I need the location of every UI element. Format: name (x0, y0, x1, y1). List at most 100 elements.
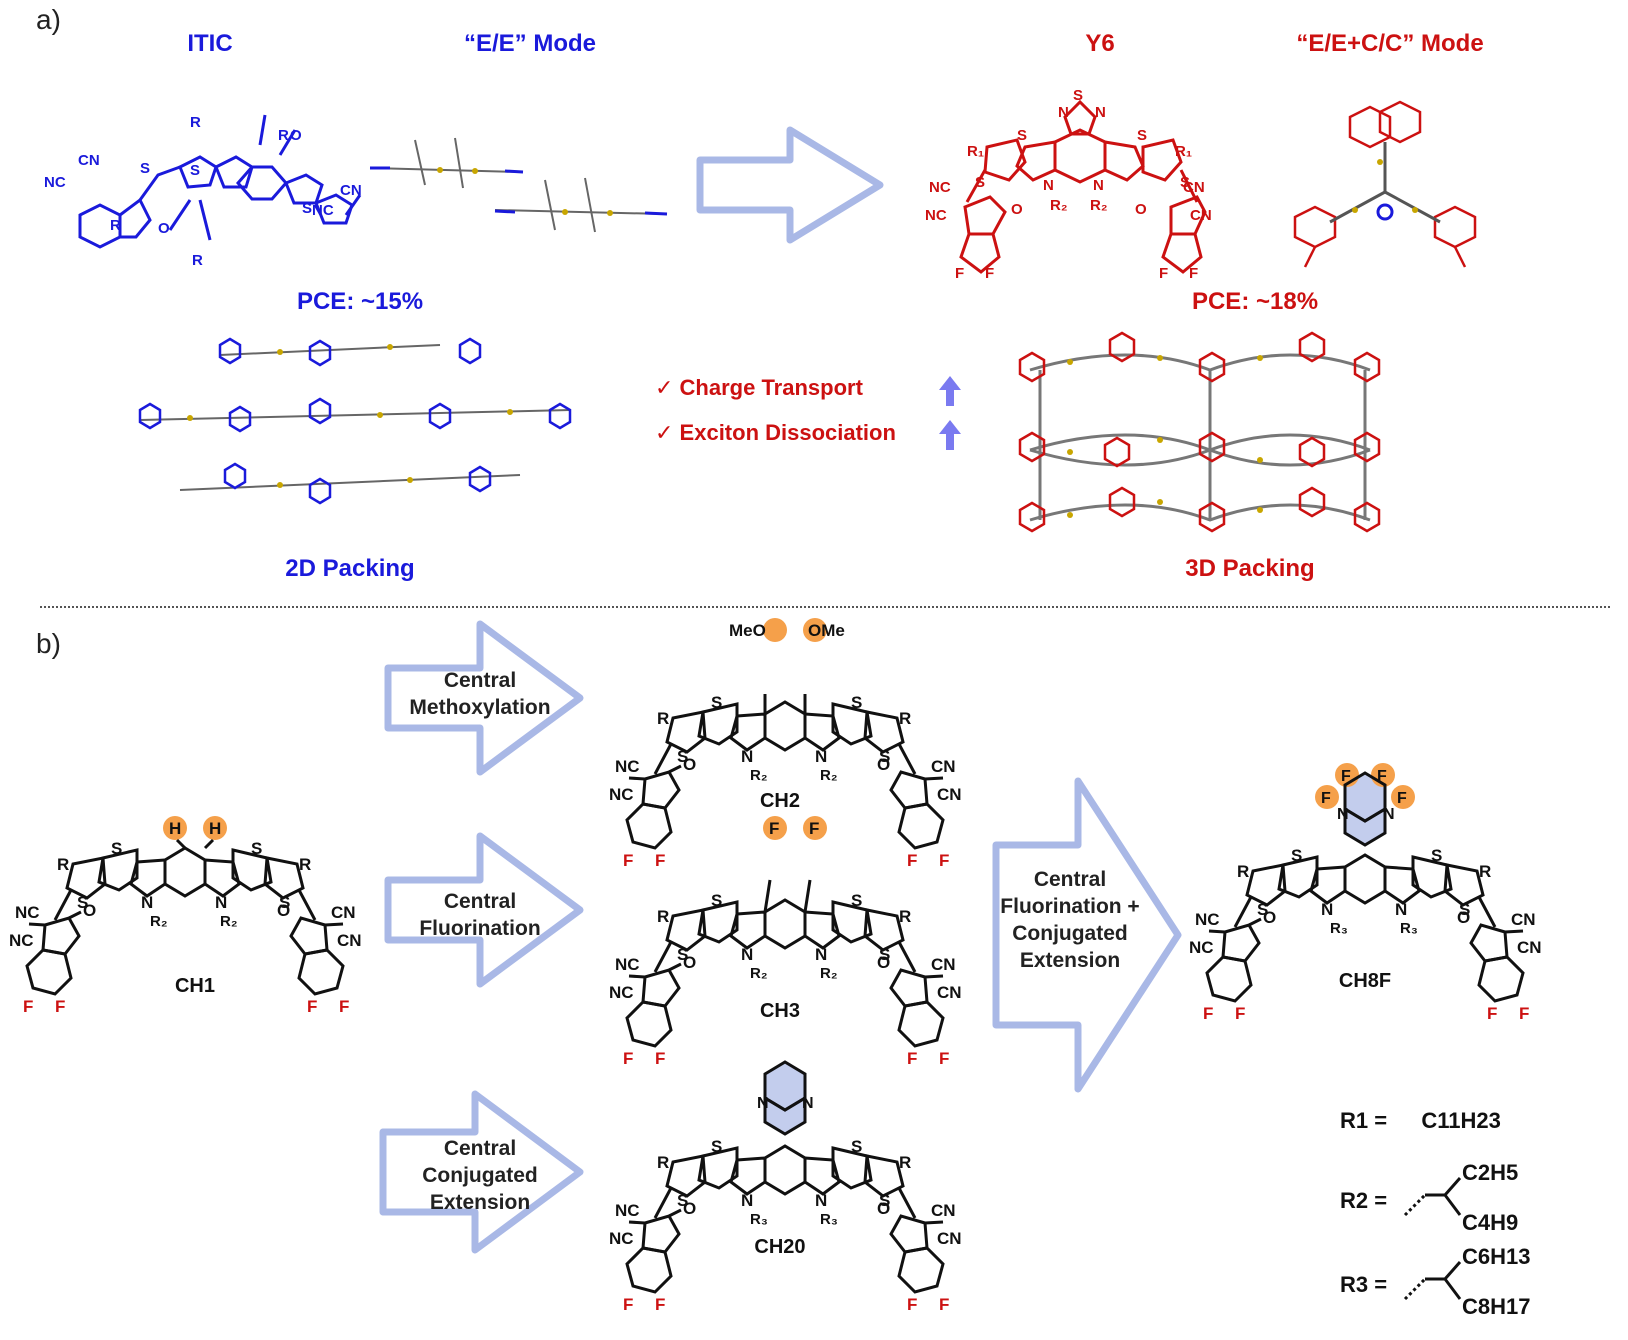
svg-text:O: O (158, 220, 170, 237)
svg-text:F: F (769, 819, 779, 838)
eecc-mode-title: “E/E+C/C” Mode (1296, 30, 1484, 57)
ch8f-label: CH8F (1338, 970, 1392, 992)
r2-lhs: R2 = (1340, 1188, 1388, 1213)
packing-2d-model (138, 337, 572, 505)
svg-text:R₁: R₁ (1175, 143, 1192, 160)
r3-lhs: R3 = (1340, 1272, 1388, 1297)
svg-text:S: S (1017, 127, 1027, 144)
svg-text:H: H (169, 819, 181, 838)
r2-branch (1403, 1177, 1462, 1217)
svg-text:R₂: R₂ (1050, 197, 1068, 214)
ch20-label: CH20 (754, 1236, 806, 1258)
r3-branch (1403, 1261, 1462, 1301)
ee-mode-model (369, 137, 668, 233)
svg-text:N: N (1337, 806, 1349, 823)
svg-text:R₃: R₃ (1330, 920, 1348, 937)
r3-bottom: C8H17 (1462, 1294, 1531, 1319)
panel-a-letter: a) (36, 4, 61, 35)
y6-structure: S N N S S S S N N R₂ R₂ R₁ R₁ NC NC CN C… (925, 87, 1212, 282)
svg-text:S: S (1073, 87, 1083, 104)
svg-text:R₃: R₃ (820, 1211, 838, 1228)
panel-b-letter: b) (36, 628, 61, 659)
arrow-conjugated-extension (379, 1090, 584, 1254)
svg-text:R: R (190, 114, 201, 131)
ch3-structure: F F R₂ R₂ (609, 816, 962, 1068)
r2-top: C2H5 (1462, 1160, 1519, 1185)
ch20-structure: N N R₃ R₃ (609, 1060, 962, 1314)
svg-text:S: S (975, 174, 985, 191)
svg-text:CN: CN (340, 182, 362, 199)
ch3-label: CH3 (759, 1000, 800, 1022)
ee-mode-title: “E/E” Mode (463, 30, 596, 57)
svg-text:S: S (302, 200, 312, 217)
svg-text:N: N (1043, 177, 1054, 194)
benefit-exciton-dissociation: ✓ Exciton Dissociation (655, 420, 896, 445)
svg-text:O: O (1135, 201, 1147, 218)
svg-text:O: O (290, 127, 302, 144)
svg-text:NC: NC (312, 202, 334, 219)
ome-label: OMe (808, 621, 845, 640)
itic-structure: CN NC S S S O O CN NC R R R R (44, 114, 362, 269)
pce-left: PCE: ~15% (296, 288, 424, 315)
svg-text:R₃: R₃ (750, 1211, 768, 1228)
svg-text:N: N (1058, 104, 1069, 121)
svg-text:N: N (1095, 104, 1106, 121)
arrow-methoxylation (384, 620, 584, 776)
svg-text:F: F (1159, 265, 1168, 282)
meo-label: MeO (729, 621, 766, 640)
arrow-fluorination-extension-label: Central Fluorination + Conjugated Extens… (1000, 868, 1140, 972)
svg-text:N: N (802, 1095, 814, 1112)
svg-text:R₂: R₂ (220, 913, 238, 930)
svg-text:NC: NC (44, 174, 66, 191)
svg-text:F: F (1377, 768, 1387, 785)
ch1-label: CH1 (174, 975, 215, 997)
svg-text:N: N (757, 1095, 769, 1112)
r2-bottom: C4H9 (1462, 1210, 1519, 1235)
svg-text:R: R (278, 127, 289, 144)
svg-text:R₂: R₂ (820, 965, 838, 982)
eecc-mode-model (1293, 100, 1477, 268)
up-arrow-icon (939, 420, 961, 450)
arrow-fluorination-label: Central Fluorination (419, 890, 541, 940)
arrow-fluorination (384, 832, 584, 988)
svg-text:O: O (1011, 201, 1023, 218)
svg-text:F: F (809, 819, 819, 838)
svg-text:CN: CN (1190, 207, 1212, 224)
svg-text:S: S (190, 162, 200, 179)
itic-title: ITIC (187, 30, 233, 57)
svg-text:F: F (1189, 265, 1198, 282)
svg-text:R₂: R₂ (150, 913, 168, 930)
svg-text:CN: CN (1183, 179, 1205, 196)
svg-text:F: F (1321, 790, 1331, 807)
r1-definition: R1 = C11H23 (1340, 1108, 1501, 1134)
r3-top: C6H13 (1462, 1244, 1531, 1269)
pce-right: PCE: ~18% (1191, 288, 1319, 315)
packing-3d-model (1018, 331, 1381, 533)
svg-text:N: N (1383, 806, 1395, 823)
svg-text:S: S (1180, 174, 1190, 191)
svg-text:R₂: R₂ (750, 767, 768, 784)
svg-text:S: S (1137, 127, 1147, 144)
ch1-structure: H H R₂ R₂ (9, 816, 362, 1016)
up-arrow-icon (939, 376, 961, 406)
arrow-methoxylation-label: Central Methoxylation (409, 669, 551, 719)
r1-rhs: C11H23 (1421, 1108, 1501, 1133)
arrow-conjugated-extension-label: Central Conjugated Extension (422, 1137, 538, 1214)
transition-arrow (696, 126, 884, 244)
ch8f-structure: F F F F N N R₃ R₃ (1189, 763, 1542, 1023)
svg-text:R₂: R₂ (820, 767, 838, 784)
svg-text:R: R (192, 252, 203, 269)
svg-text:R₂: R₂ (750, 965, 768, 982)
svg-text:F: F (1397, 790, 1407, 807)
svg-text:H: H (209, 819, 221, 838)
svg-text:F: F (985, 265, 994, 282)
r1-lhs: R1 = (1340, 1108, 1388, 1133)
svg-text:R₃: R₃ (1400, 920, 1418, 937)
svg-text:R₂: R₂ (1090, 197, 1108, 214)
ch2-label: CH2 (759, 790, 800, 812)
svg-text:F: F (955, 265, 964, 282)
svg-text:F: F (1341, 768, 1351, 785)
ch2-structure: R₂ R₂ MeO OMe (609, 618, 962, 870)
svg-text:N: N (1093, 177, 1104, 194)
svg-text:R₁: R₁ (967, 143, 984, 160)
